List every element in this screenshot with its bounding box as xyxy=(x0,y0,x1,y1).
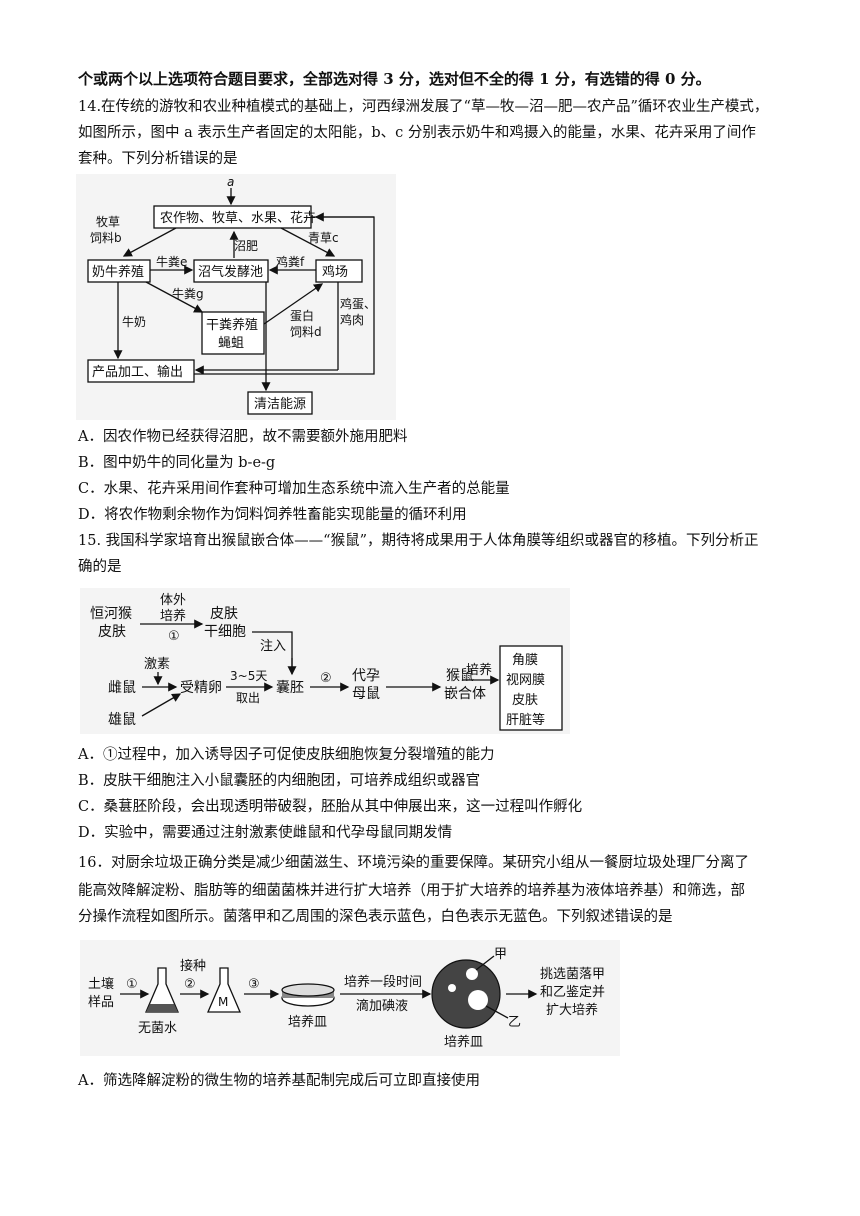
q16-jia-label: 甲 xyxy=(494,947,507,962)
q14-eggs-label-1: 鸡蛋、 xyxy=(340,296,376,311)
q14-clean-energy-label: 清洁能源 xyxy=(254,397,306,412)
q15-inject-label: 注入 xyxy=(260,639,286,654)
q16-colony-small xyxy=(448,984,456,992)
q16-dish-label-1: 培养皿 xyxy=(288,1014,327,1030)
q14-chicken-box xyxy=(315,259,363,283)
q15-surrogate-1: 代孕 xyxy=(352,668,380,684)
q15-stemcell-label-2: 干细胞 xyxy=(204,624,246,640)
q16-select-3: 扩大培养 xyxy=(546,1002,598,1018)
q14-eggs-label-2: 鸡肉 xyxy=(340,312,364,327)
q16-select-1: 挑选菌落甲 xyxy=(540,967,605,982)
q15-surrogate-2: 母鼠 xyxy=(352,686,380,702)
q16-yi-label: 乙 xyxy=(508,1015,521,1030)
q15-organ-retina: 视网膜 xyxy=(506,673,545,688)
q15-zygote-label: 受精卵 xyxy=(180,680,222,696)
q16-iodine-label: 滴加碘液 xyxy=(356,998,408,1014)
q14-stem-line-1: 14.在传统的游牧和农业种植模式的基础上，河西绿洲发展了“草—牧—沼—肥—农产品… xyxy=(78,99,769,115)
q14-grass-feed-2: 饲料b xyxy=(90,231,122,245)
q15-invitro-1: 体外 xyxy=(160,593,186,608)
q14-stem-line-3: 套种。下列分析错误的是 xyxy=(78,151,238,167)
q14-fly-label-1: 干粪养殖 xyxy=(206,317,258,333)
q15-stem-line-1: 15. 我国科学家培育出猴鼠嵌合体——“猴鼠”，期待将成果用于人体角膜等组织或器… xyxy=(78,533,759,549)
q14-stem-line-2: 如图所示，图中 a 表示生产者固定的太阳能，b、c 分别表示奶牛和鸡摄入的能量，… xyxy=(78,125,756,141)
q15-option-b: B．皮肤干细胞注入小鼠囊胚的内细胞团，可培养成组织或器官 xyxy=(78,773,481,789)
q16-select-2: 和乙鉴定并 xyxy=(540,985,605,1000)
q16-sterile-water-label: 无菌水 xyxy=(138,1021,177,1036)
q14-option-c: C．水果、花卉采用间作套种可增加生态系统中流入生产者的总能量 xyxy=(78,481,510,497)
q14-protein-feed-2: 饲料d xyxy=(290,325,322,339)
q14-option-d: D．将农作物剩余物作为饲料饲养牲畜能实现能量的循环利用 xyxy=(78,507,467,523)
q16-colony-jia xyxy=(466,968,478,980)
q16-stem-line-1: 16．对厨余垃圾正确分类是减少细菌滋生、环境污染的重要保障。某研究小组从一餐厨垃… xyxy=(78,855,749,871)
q14-fly-label-2: 蝇蛆 xyxy=(218,336,244,351)
q16-stem-line-3: 分操作流程如图所示。菌落甲和乙周围的深色表示蓝色，白色表示无蓝色。下列叙述错误的… xyxy=(78,909,673,925)
q16-flask-m xyxy=(207,967,241,1013)
q15-organ-liver: 肝脏等 xyxy=(506,712,545,728)
q14-crops-label: 农作物、牧草、水果、花卉 xyxy=(160,210,316,226)
q15-organs-box xyxy=(499,645,563,731)
q16-inoculate-label: 接种 xyxy=(180,958,206,974)
q15-male-label: 雄鼠 xyxy=(108,712,136,728)
q14-circular-agriculture-diagram: a 农作物、牧草、水果、花卉 牧草 饲料b 青草c 沼肥 奶牛养殖 沼气发酵池 … xyxy=(76,174,396,420)
q15-blastocyst-label: 囊胚 xyxy=(276,679,304,696)
q15-chimera-diagram: 恒河猴 皮肤 体外 培养 ① 皮肤 干细胞 注入 激素 雌鼠 雄鼠 受精卵 3~… xyxy=(80,588,570,734)
q15-organ-skin: 皮肤 xyxy=(512,693,538,708)
q14-biogas-label: 沼气发酵池 xyxy=(198,264,263,280)
q14-cattle-box xyxy=(87,259,151,283)
q14-biogas-manure-label: 沼肥 xyxy=(234,239,258,253)
q15-monkey-label-2: 皮肤 xyxy=(98,624,126,640)
q14-cow-dung-g: 牛粪g xyxy=(172,286,204,301)
q14-cow-dung-e: 牛粪e xyxy=(156,254,187,269)
q14-chicken-label: 鸡场 xyxy=(322,264,348,280)
q14-grass-feed-1: 牧草 xyxy=(96,215,120,229)
q14-chicken-dung-f: 鸡粪f xyxy=(276,254,305,269)
q14-option-a: A．因农作物已经获得沼肥，故不需要额外施用肥料 xyxy=(78,429,408,445)
q14-milk-label: 牛奶 xyxy=(122,314,146,329)
q15-culture-label: 培养 xyxy=(466,662,492,678)
q14-cattle-label: 奶牛养殖 xyxy=(92,264,144,280)
q15-organ-cornea: 角膜 xyxy=(512,653,538,668)
q15-monkey-label-1: 恒河猴 xyxy=(90,606,132,622)
q15-invitro-2: 培养 xyxy=(160,608,186,624)
q15-takeout-label: 取出 xyxy=(236,691,260,705)
q16-culture-time-label: 培养一段时间 xyxy=(344,974,422,990)
q14-biogas-box xyxy=(193,259,269,283)
q14-green-grass-label: 青草c xyxy=(308,231,339,245)
q15-option-a: A．①过程中，加入诱导因子可促使皮肤细胞恢复分裂增殖的能力 xyxy=(78,747,495,763)
q15-option-d: D．实验中，需要通过注射激素使雌鼠和代孕母鼠同期发情 xyxy=(78,825,453,841)
q16-step3: ③ xyxy=(248,977,260,992)
q15-stemcell-label-1: 皮肤 xyxy=(210,606,238,622)
q15-step1: ① xyxy=(168,629,180,644)
q14-option-b: B．图中奶牛的同化量为 b-e-g xyxy=(78,455,276,471)
q15-hormone-label: 激素 xyxy=(144,657,170,672)
q16-soil-label-1: 土壤 xyxy=(88,976,114,992)
q16-step2: ② xyxy=(184,977,196,992)
q16-option-a: A．筛选降解淀粉的微生物的培养基配制完成后可立即直接使用 xyxy=(78,1073,480,1089)
q16-dish-label-2: 培养皿 xyxy=(444,1034,483,1050)
q15-option-c: C．桑葚胚阶段，会出现透明带破裂，胚胎从其中伸展出来，这一过程叫作孵化 xyxy=(78,799,583,815)
q15-days-label: 3~5天 xyxy=(230,669,267,683)
q14-processing-box xyxy=(87,359,195,383)
q16-dish-2 xyxy=(431,959,501,1029)
q15-female-label: 雌鼠 xyxy=(108,680,136,696)
q14-fly-box xyxy=(201,311,265,355)
q16-soil-label-2: 样品 xyxy=(88,995,114,1010)
q16-stem-line-2: 能高效降解淀粉、脂肪等的细菌菌株并进行扩大培养（用于扩大培养的培养基为液体培养基… xyxy=(78,883,745,899)
q15-chimera-label-2: 嵌合体 xyxy=(444,686,486,702)
q15-stem-line-2: 确的是 xyxy=(78,559,122,575)
q14-protein-feed-1: 蛋白 xyxy=(290,308,314,323)
q16-step1: ① xyxy=(126,977,138,992)
section-instruction: 个或两个以上选项符合题目要求，全部选对得 3 分，选对但不全的得 1 分，有选错… xyxy=(78,70,711,88)
q16-flask-m-label: M xyxy=(218,995,228,1009)
q14-clean-energy-box xyxy=(247,391,313,415)
q14-label-a: a xyxy=(227,175,234,189)
q16-colony-yi xyxy=(468,990,488,1010)
q14-processing-label: 产品加工、输出 xyxy=(92,364,183,380)
q16-screening-diagram: 土壤 样品 ① 无菌水 接种 ② M ③ 培养皿 培养一段时间 滴加碘液 甲 乙… xyxy=(80,940,620,1056)
q15-step2: ② xyxy=(320,671,332,686)
